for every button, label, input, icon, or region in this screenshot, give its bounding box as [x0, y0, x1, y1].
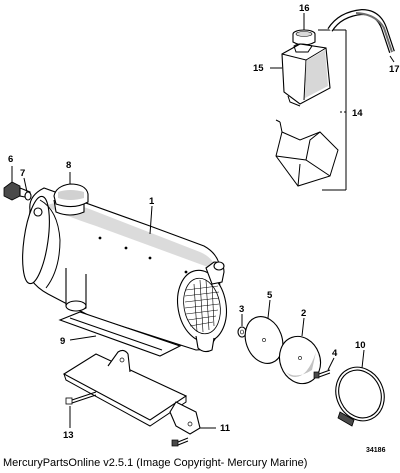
end-gasket — [244, 316, 284, 364]
callout-15: 15 — [253, 63, 264, 74]
mounting-plate — [62, 349, 201, 435]
bolt-13 — [65, 391, 97, 405]
sealing-washer — [24, 191, 32, 201]
tube-grid — [184, 279, 220, 333]
callout-6: 6 — [8, 154, 13, 165]
callout-17: 17 — [389, 64, 400, 75]
screw-4 — [313, 369, 331, 379]
screw-11 — [171, 437, 189, 447]
heat-exchanger — [22, 187, 227, 353]
callout-13: 13 — [63, 430, 74, 441]
callout-10: 10 — [355, 340, 366, 351]
callout-11: 11 — [220, 423, 231, 434]
coolant-reservoir — [281, 43, 331, 107]
overflow-hose — [327, 8, 395, 53]
callout-8: 8 — [66, 160, 71, 171]
reservoir-cap — [292, 29, 316, 46]
callout-labels: 1 2 3 4 5 6 7 8 9 10 11 13 14 15 16 17 3… — [8, 3, 400, 454]
pressure-cap — [53, 183, 89, 208]
callout-16: 16 — [299, 3, 310, 14]
reservoir-bracket — [275, 119, 339, 187]
callout-5: 5 — [267, 290, 273, 301]
gasket — [58, 311, 182, 357]
hose-clamp — [335, 366, 385, 427]
callout-3: 3 — [239, 304, 244, 315]
footer-copyright: MercuryPartsOnline v2.5.1 (Image Copyrig… — [3, 457, 308, 469]
callout-1: 1 — [149, 196, 155, 207]
drawing-number: 34186 — [366, 447, 386, 454]
callout-2: 2 — [301, 308, 306, 319]
callout-7: 7 — [20, 168, 25, 179]
callout-14: 14 — [352, 108, 363, 119]
washer-3 — [237, 326, 247, 338]
callout-4: 4 — [332, 348, 338, 359]
end-cover — [278, 335, 322, 385]
callout-9: 9 — [60, 336, 65, 347]
